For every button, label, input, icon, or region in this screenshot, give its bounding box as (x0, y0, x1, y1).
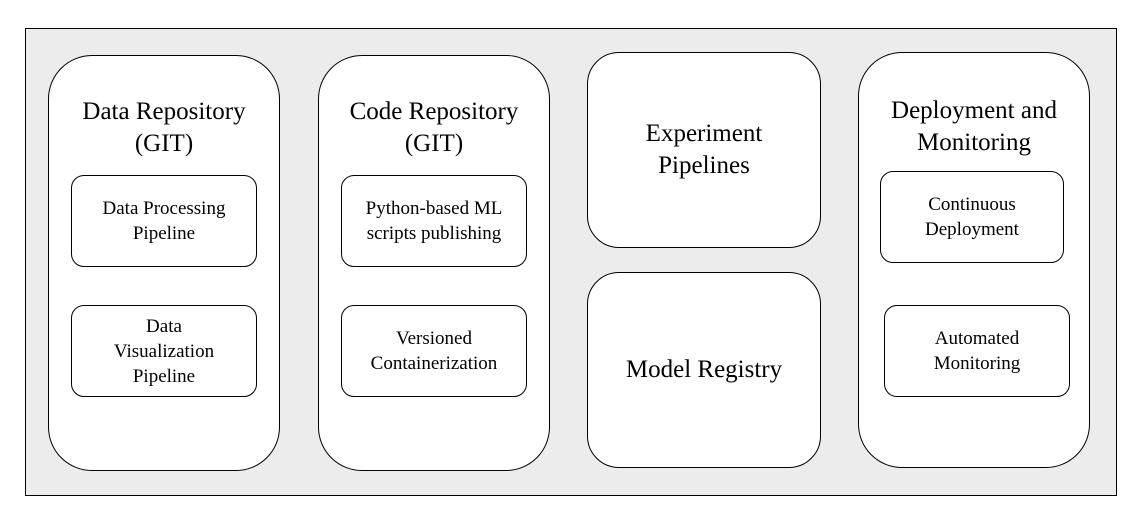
versioned-containerization-label: Versioned Containerization (370, 328, 498, 374)
data-visualization-pipeline-box: Data Visualization Pipeline (71, 305, 257, 397)
automated-monitoring-box: Automated Monitoring (884, 305, 1070, 397)
automated-monitoring-label: Automated Monitoring (933, 328, 1021, 374)
python-ml-scripts-box: Python-based ML scripts publishing (341, 175, 527, 267)
code-repository-title: Code Repository (GIT) (349, 98, 519, 157)
continuous-deployment-box: Continuous Deployment (880, 171, 1064, 263)
model-registry-title: Model Registry (625, 356, 783, 383)
model-registry-box: Model Registry (587, 272, 821, 468)
continuous-deployment-label: Continuous Deployment (925, 194, 1019, 240)
data-processing-pipeline-box: Data Processing Pipeline (71, 175, 257, 267)
data-processing-pipeline-label: Data Processing Pipeline (102, 198, 226, 244)
data-repository-title: Data Repository (GIT) (82, 98, 246, 157)
deployment-monitoring-title: Deployment and Monitoring (891, 97, 1057, 156)
data-visualization-pipeline-label: Data Visualization Pipeline (113, 315, 215, 387)
versioned-containerization-box: Versioned Containerization (341, 305, 527, 397)
experiment-pipelines-box: Experiment Pipelines (587, 52, 821, 248)
python-ml-scripts-label: Python-based ML scripts publishing (365, 198, 503, 244)
experiment-pipelines-title: Experiment Pipelines (645, 120, 763, 179)
